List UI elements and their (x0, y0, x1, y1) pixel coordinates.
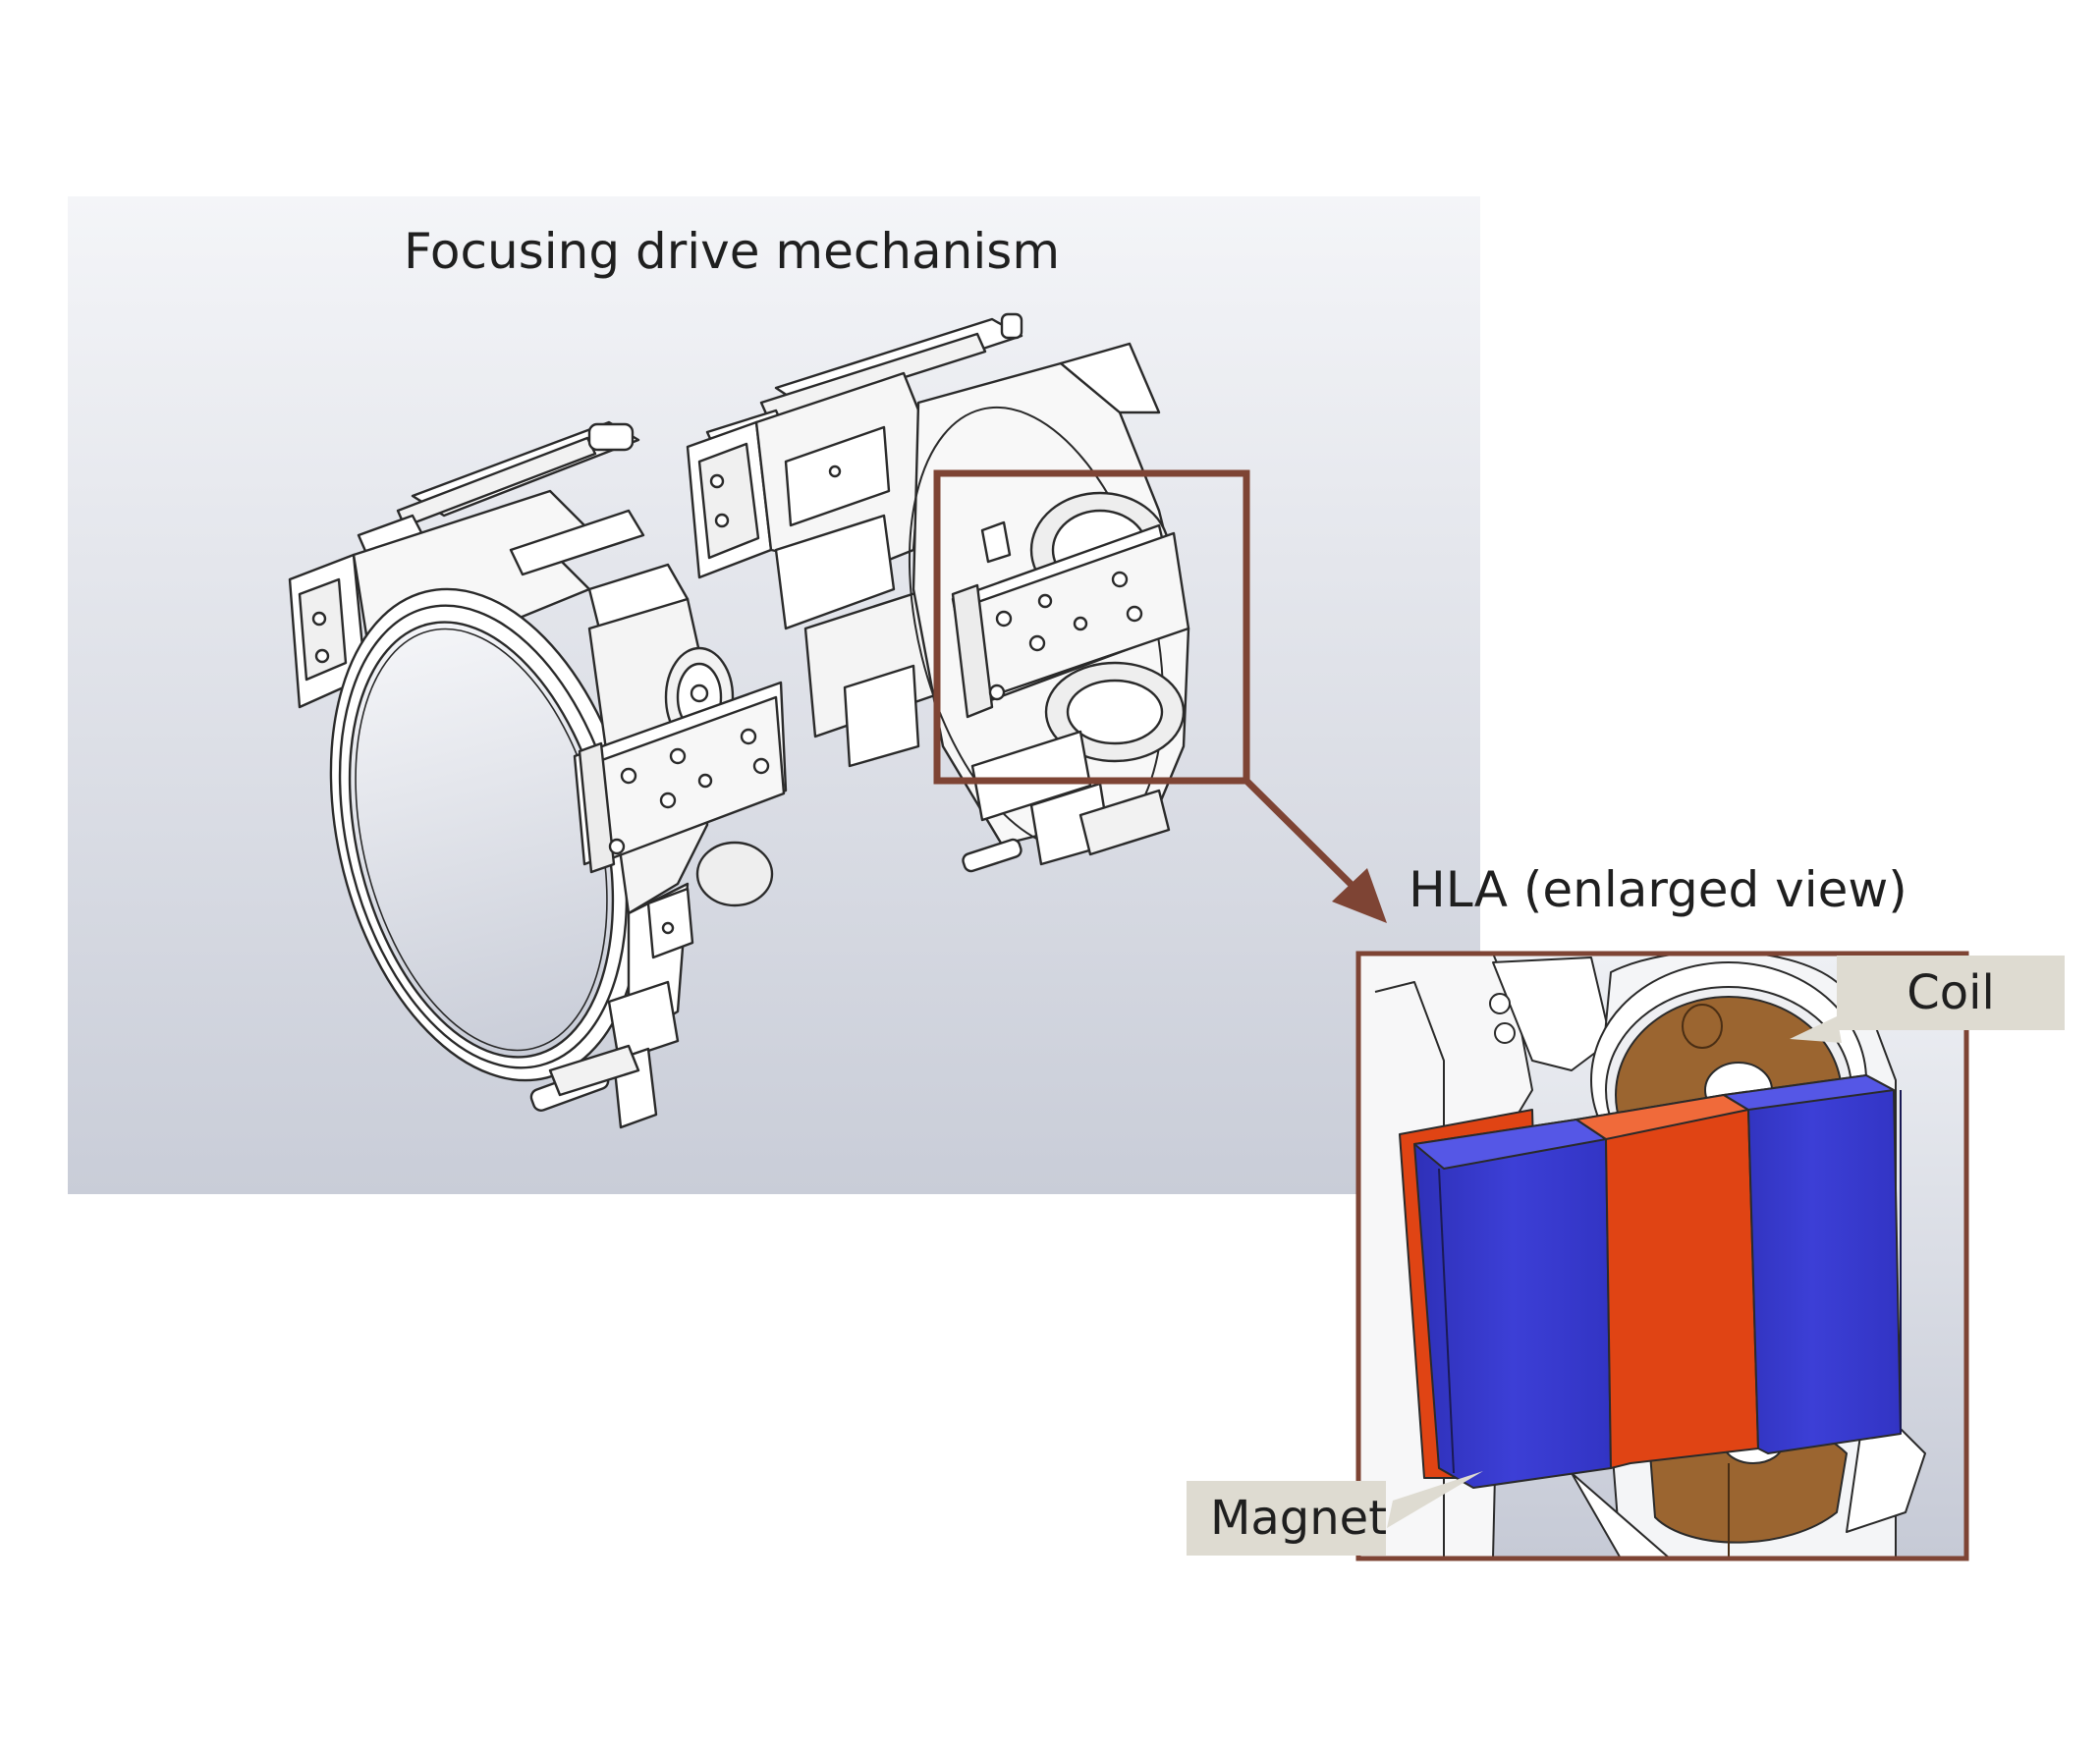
main-title: Focusing drive mechanism (404, 223, 1060, 280)
magnet-left-blue (1413, 1119, 1612, 1489)
zoom-arrow (1243, 778, 1387, 923)
coil-callout: Coil (1790, 956, 2065, 1043)
inset-title: HLA (enlarged view) (1409, 861, 1907, 918)
lens-group-left-drawing (288, 420, 788, 1129)
inset-frame (1355, 951, 1969, 1561)
magnet-label: Magnet (1210, 1491, 1387, 1546)
coil-label: Coil (1907, 965, 1995, 1020)
lens-group-right-drawing (686, 312, 1190, 873)
hla-highlight-frame (933, 469, 1250, 785)
hla-enlarged-view (1355, 951, 1969, 1561)
magnet-callout: Magnet (1187, 1471, 1483, 1556)
